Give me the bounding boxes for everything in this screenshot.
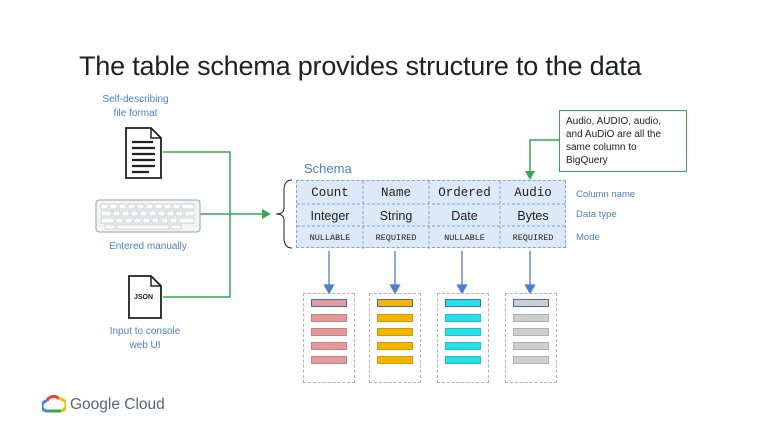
count-cell — [311, 328, 347, 336]
ordered-cell — [445, 328, 481, 336]
mode-name: REQUIRED — [375, 232, 417, 243]
ordered-cell — [445, 356, 481, 364]
name-cell — [377, 328, 413, 336]
row-label-column-name: Column name — [576, 189, 636, 200]
count-header-cell — [311, 299, 347, 307]
document-icon — [125, 127, 162, 179]
case-insensitivity-note: Audio, AUDIO, audio, and AuDiO are all t… — [559, 110, 687, 172]
ordered-cell — [445, 314, 481, 322]
schema-label: Schema — [304, 161, 352, 176]
self-describing-line-1: Self-describing — [102, 94, 169, 105]
data-type-ordered: Date — [451, 208, 478, 223]
ordered-header-cell — [445, 299, 481, 307]
console-line-1: Input to console — [109, 326, 181, 337]
column-name-audio: Audio — [514, 186, 552, 200]
data-type-name: String — [379, 208, 413, 223]
self-describing-line-2: file format — [113, 108, 158, 119]
audio-cell — [513, 328, 549, 336]
mode-ordered: NULLABLE — [444, 232, 485, 243]
brand-name: Google Cloud — [70, 396, 165, 413]
count-cell — [311, 342, 347, 350]
json-file-icon — [128, 275, 162, 319]
audio-header-cell — [513, 299, 549, 307]
entered-manually-caption: Entered manually — [109, 241, 187, 252]
schema-grid-lines — [297, 181, 567, 249]
name-cell — [377, 342, 413, 350]
data-type-count: Integer — [310, 208, 350, 223]
keyboard-icon — [95, 199, 201, 233]
console-line-2: web UI — [129, 340, 161, 351]
note-arrowhead — [525, 171, 535, 180]
schema-brace — [275, 179, 293, 249]
count-column-data — [303, 293, 355, 383]
count-cell — [311, 356, 347, 364]
count-cell — [311, 314, 347, 322]
name-column-data — [369, 293, 421, 383]
audio-cell — [513, 314, 549, 322]
data-type-audio: Bytes — [517, 208, 549, 223]
slide-title: The table schema provides structure to t… — [79, 51, 642, 81]
audio-cell — [513, 356, 549, 364]
row-label-mode: Mode — [576, 232, 600, 243]
column-name-count: Count — [311, 186, 349, 200]
name-header-cell — [377, 299, 413, 307]
mode-audio: REQUIRED — [512, 232, 554, 243]
column-arrows — [323, 251, 536, 295]
audio-column-data — [505, 293, 557, 383]
source-connector — [163, 151, 231, 298]
schema-table: Count Name Ordered Audio Integer String … — [296, 180, 567, 249]
note-connector — [529, 139, 559, 172]
audio-cell — [513, 342, 549, 350]
source-arrowhead — [262, 209, 271, 219]
mode-count: NULLABLE — [309, 232, 351, 243]
google-cloud-logo-icon — [42, 395, 66, 413]
row-label-data-type: Data type — [576, 209, 617, 220]
name-cell — [377, 314, 413, 322]
json-badge: JSON — [134, 294, 154, 301]
ordered-cell — [445, 342, 481, 350]
column-name-name: Name — [380, 186, 411, 200]
console-caption: Input to console web UI — [90, 325, 200, 353]
name-cell — [377, 356, 413, 364]
column-name-ordered: Ordered — [438, 186, 491, 200]
ordered-column-data — [437, 293, 489, 383]
self-describing-caption: Self-describing file format — [88, 93, 183, 121]
